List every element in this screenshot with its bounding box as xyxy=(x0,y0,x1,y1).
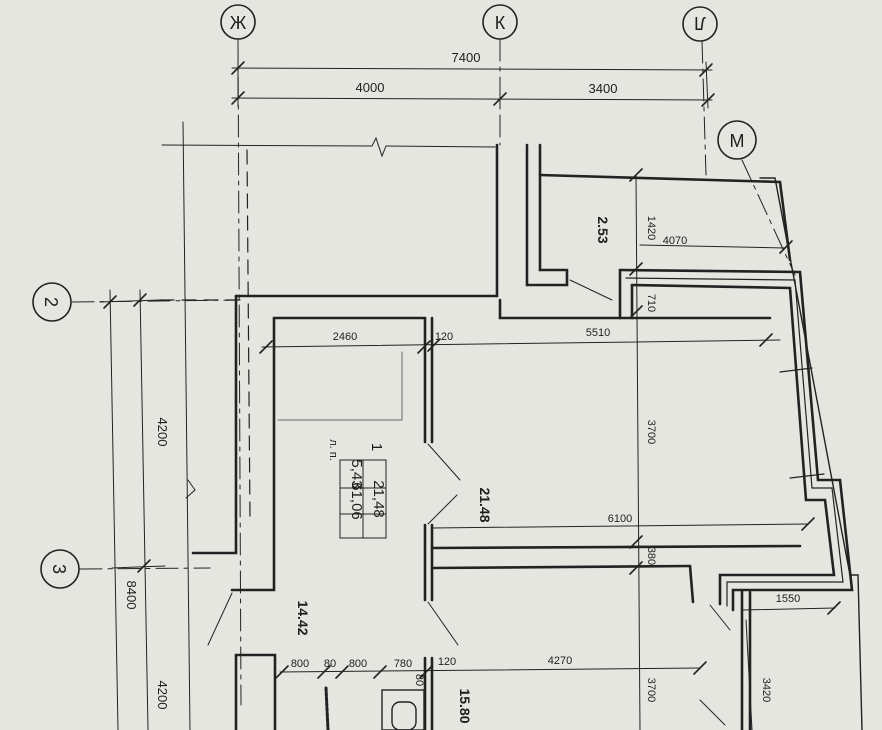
room-area-21-48: 21.48 xyxy=(477,487,493,522)
axis-label-two: 2 xyxy=(41,297,61,307)
dim-1550: 1550 xyxy=(776,593,800,605)
dim-80-a: 80 xyxy=(324,658,336,670)
dim-7400: 7400 xyxy=(452,50,481,65)
exterior-walls xyxy=(191,143,863,730)
dim-4070: 4070 xyxy=(663,235,687,247)
stamp-prefix: л. п. xyxy=(327,439,339,461)
axis-label-l: Л xyxy=(694,13,706,33)
dim-780: 780 xyxy=(394,658,412,670)
dim-380: 380 xyxy=(645,547,657,565)
axis-label-three: 3 xyxy=(49,564,69,574)
window-lines xyxy=(625,277,844,607)
axis-bubble-two xyxy=(32,282,241,322)
dim-3420: 3420 xyxy=(760,678,772,702)
door-swings xyxy=(207,279,731,726)
dim-800-a: 800 xyxy=(291,658,309,670)
dim-8400: 8400 xyxy=(124,581,139,610)
dim-4000: 4000 xyxy=(356,80,385,95)
break-line xyxy=(161,136,496,158)
bathroom-fixtures xyxy=(324,686,425,730)
dim-4200-lower: 4200 xyxy=(155,681,170,710)
dim-1420: 1420 xyxy=(645,216,657,240)
dim-120-lower: 120 xyxy=(438,656,456,668)
dim-80-b: 80 xyxy=(413,674,425,686)
dim-3700-lower: 3700 xyxy=(645,678,657,702)
axis-bubble-m xyxy=(717,120,796,276)
axis-bubble-zh xyxy=(220,4,256,706)
room-area-2-53: 2.53 xyxy=(595,216,611,243)
stamp-box xyxy=(339,459,387,539)
stamp-value-2: 61,06 xyxy=(348,482,365,520)
axis-label-zh: Ж xyxy=(230,13,247,33)
dim-4200-upper: 4200 xyxy=(155,418,170,447)
dimension-lines-top xyxy=(231,59,715,109)
axis-label-k: К xyxy=(495,13,506,33)
axis-bubble-l xyxy=(682,6,718,176)
stamp-value-3: 5,43 xyxy=(348,459,365,488)
stamp-count: 1 xyxy=(368,443,385,451)
dim-2460: 2460 xyxy=(333,331,357,343)
dimension-lines-interior xyxy=(259,168,841,730)
dim-5510: 5510 xyxy=(586,327,610,339)
room-area-15-80: 15.80 xyxy=(457,688,473,723)
stamp-value-1: 21,48 xyxy=(370,480,387,518)
dim-3700-upper: 3700 xyxy=(645,420,657,444)
axis-label-m: М xyxy=(730,131,745,151)
dim-6100: 6100 xyxy=(608,513,632,525)
dim-4270: 4270 xyxy=(548,655,572,667)
hidden-wall-outline xyxy=(159,149,251,521)
dim-710: 710 xyxy=(645,294,657,312)
kitchen-counter-outline xyxy=(277,351,403,421)
dim-800-b: 800 xyxy=(349,658,367,670)
room-area-14-42: 14.42 xyxy=(295,600,311,635)
dimension-lines-left xyxy=(99,121,196,730)
dim-120-upper: 120 xyxy=(435,331,453,343)
dim-3400: 3400 xyxy=(589,81,618,96)
